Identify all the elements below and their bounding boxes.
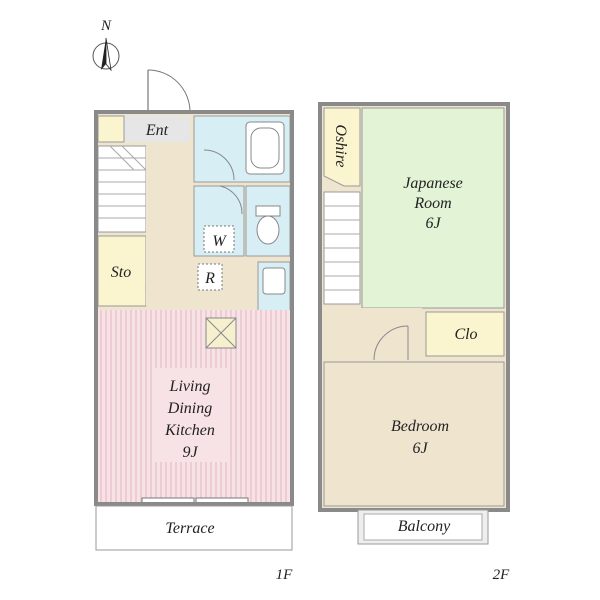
floor-1: W R Living Dining Kitchen 9J	[94, 69, 294, 583]
floor-hatch-icon	[205, 317, 237, 349]
ldk-label-line-1: Living	[169, 378, 211, 395]
japanese-room-label-line-3: 6J	[425, 215, 441, 232]
north-arrow-icon	[92, 37, 120, 72]
balcony-inner	[363, 513, 483, 541]
floor-1-wall	[94, 110, 294, 506]
refrigerator-label: R	[204, 270, 215, 287]
toilet-icon	[255, 205, 281, 245]
bathtub-icon	[245, 121, 285, 175]
washer-space	[203, 225, 235, 253]
ldk-label-line-2: Dining	[167, 400, 212, 417]
bedroom-label-line-2: 6J	[412, 440, 428, 457]
hallway-2f	[324, 308, 422, 360]
entrance-label: Ent	[145, 122, 169, 139]
floor-1-label: 1F	[276, 567, 294, 583]
washroom-door-icon	[219, 185, 243, 215]
terrace	[95, 505, 293, 551]
washer-label: W	[212, 233, 227, 250]
japanese-room	[361, 107, 505, 309]
refrigerator-space	[197, 263, 223, 291]
closet	[425, 311, 505, 357]
balcony-label: Balcony	[398, 518, 451, 535]
closet-label: Clo	[454, 326, 477, 343]
compass-letter: N	[100, 18, 112, 34]
japanese-room-label-line-1: Japanese	[403, 175, 463, 192]
oshire-label: Oshire	[332, 125, 349, 168]
storage-label: Sto	[111, 264, 131, 281]
bedroom	[323, 361, 505, 507]
ldk-label-panel	[154, 368, 228, 462]
bedroom-label-line-1: Bedroom	[391, 418, 449, 435]
ldk-label-line-3: Kitchen	[164, 422, 215, 439]
ldk-label-line-4: 9J	[182, 444, 198, 461]
compass: N	[92, 18, 120, 72]
stairs-2f	[323, 191, 361, 305]
floor-2-label: 2F	[493, 567, 511, 583]
bath-door-icon	[203, 149, 235, 181]
entrance-door-icon	[147, 69, 191, 113]
hallway-1f	[146, 146, 192, 306]
bedroom-door-icon	[373, 325, 409, 361]
japanese-room-label-line-2: Room	[413, 195, 451, 212]
terrace-label: Terrace	[165, 520, 214, 537]
floor-2: Oshire Japanese Room 6J Clo Bedroo	[318, 102, 511, 583]
entrance-shoe-box	[97, 115, 125, 143]
stairs-1f	[97, 145, 147, 233]
oshire-closet	[323, 107, 361, 187]
